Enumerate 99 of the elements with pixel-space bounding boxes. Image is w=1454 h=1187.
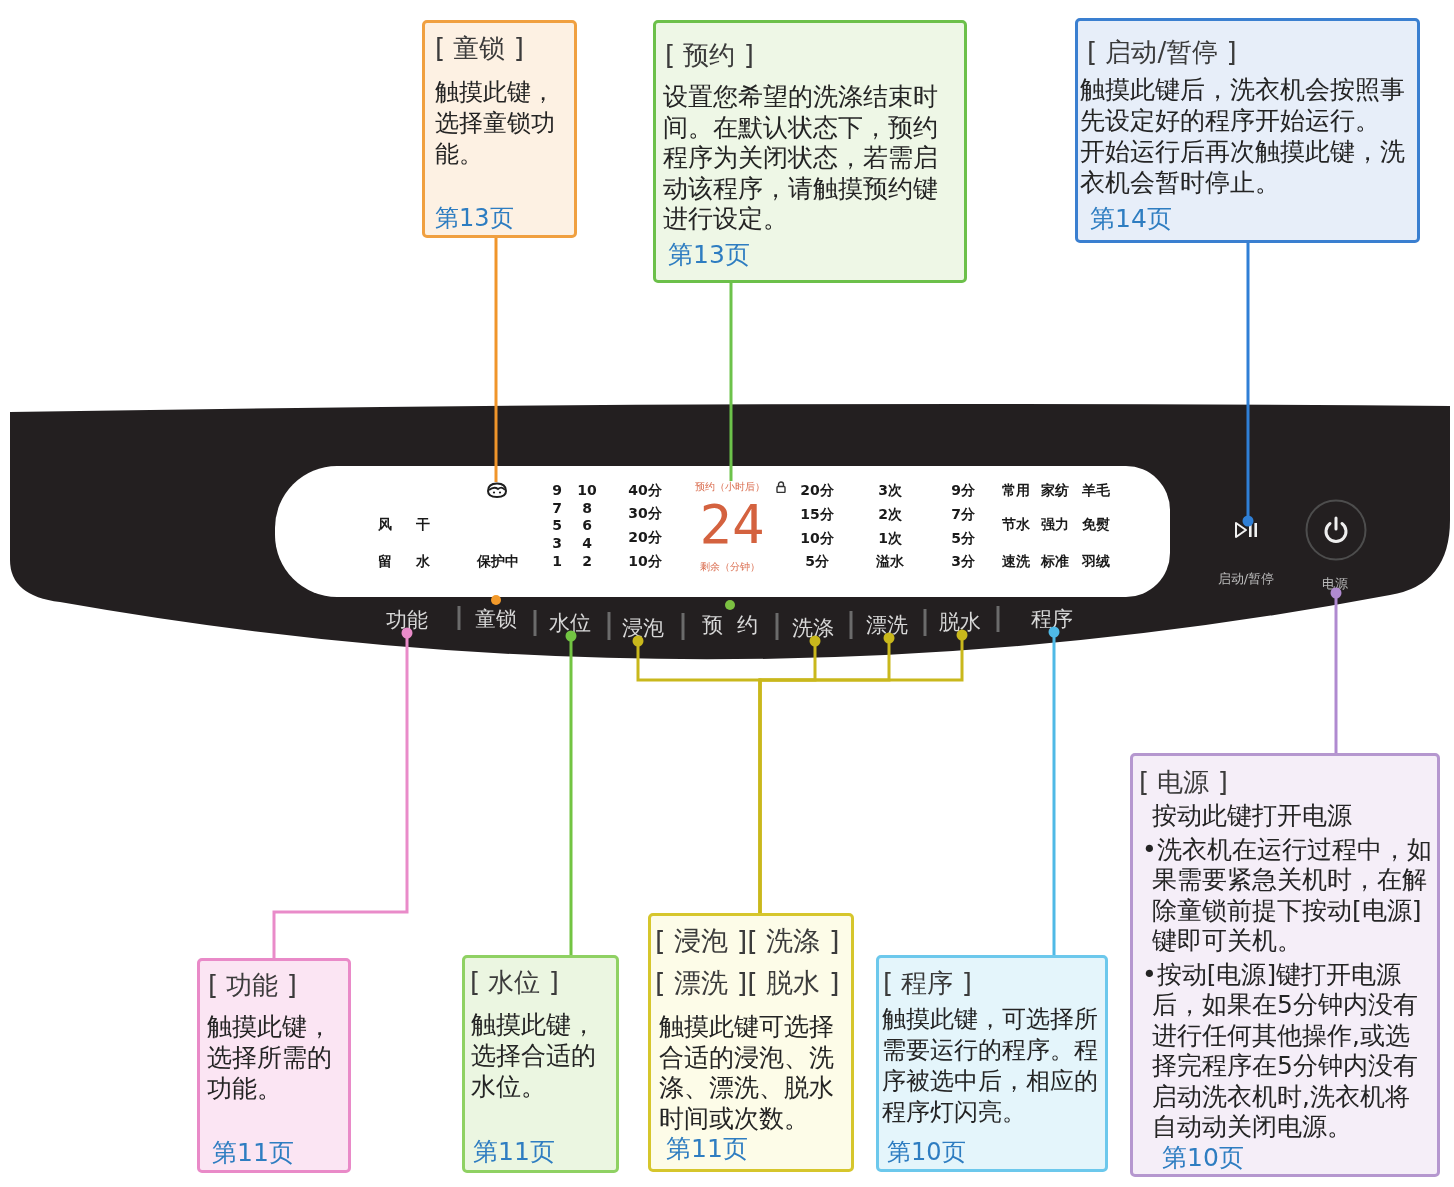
indicator-label: 4 [582, 534, 592, 552]
indicator-label: 保护中 [477, 552, 519, 570]
callout-box [648, 913, 854, 1172]
indicator-label: 3次 [878, 481, 902, 499]
callout-box [876, 955, 1108, 1172]
indicator-label: 溢水 [876, 552, 904, 570]
callout-heading: [ 水位 ] [470, 966, 559, 999]
leader-line [494, 238, 498, 482]
indicator-label: 家纺 [1041, 481, 1069, 499]
callout-text: 触摸此键，选择童锁功能。 [435, 77, 556, 170]
indicator-label: 5 [552, 517, 562, 534]
key-label: 启动/暂停 [1217, 570, 1275, 588]
leader-line [1242, 243, 1254, 527]
callout-text: •洗衣机在运行过程中，如果需要紧急关机时，在解除童锁前提下按动[电源]键即可关机。 [1142, 834, 1432, 957]
callout-heading: [ 童锁 ] [435, 32, 524, 65]
indicator-label: 常用 [1002, 481, 1030, 499]
callout-heading: [ 漂洗 ][ 脱水 ] [655, 966, 840, 1000]
key-label: 电源 [1322, 575, 1348, 593]
leader-line [272, 627, 413, 958]
indicator-label: 速洗 [1002, 552, 1030, 570]
indicator-label: 节水 [1002, 515, 1030, 533]
indicator-label: 1 [552, 552, 562, 570]
leader-line [1048, 626, 1060, 955]
leader-line [1330, 587, 1342, 753]
display-window [275, 466, 1170, 597]
key-label: 水位 [549, 610, 591, 636]
key-label: 程序 [1031, 606, 1073, 632]
indicator-label: 风 干 [377, 515, 431, 533]
callout-text: 开始运行后再次触摸此键，洗衣机会暂时停止。 [1080, 136, 1406, 198]
callout-heading: [ 启动/暂停 ] [1087, 36, 1237, 69]
page-reference: 第14页 [1090, 204, 1172, 234]
callout-heading: [ 预约 ] [665, 39, 754, 72]
indicator-label: 5分 [951, 529, 975, 547]
callout-box [462, 955, 619, 1173]
indicator-label: 10 [577, 481, 597, 499]
key-label: 浸泡 [622, 615, 664, 641]
indicator-label: 20分 [800, 481, 834, 499]
indicator-label: 留 水 [377, 552, 431, 570]
key-label: 功能 [386, 607, 428, 633]
callout-box [422, 20, 577, 238]
indicator-label: 7 [552, 499, 562, 517]
indicator-label: 15分 [800, 505, 834, 523]
child-face-icon [486, 482, 508, 498]
page-reference: 第11页 [473, 1137, 555, 1167]
leader-line [565, 630, 577, 955]
leader-line [758, 629, 968, 913]
callout-box [1075, 18, 1420, 243]
callout-text: 触摸此键，可选择所需要运行的程序。程序被选中后，相应的程序灯闪亮。 [882, 1004, 1099, 1128]
callout-heading: [ 浸泡 ][ 洗涤 ] [655, 924, 840, 958]
indicator-label: 1次 [878, 529, 902, 547]
callout-heading: [ 功能 ] [208, 969, 297, 1002]
indicator-label: 2 [582, 552, 592, 570]
indicator-label: 40分 [628, 481, 662, 499]
indicator-label: 6 [582, 517, 592, 534]
indicator-label: 10分 [800, 529, 834, 547]
key-label: 脱水 [939, 609, 981, 635]
play-pause-icon [1234, 521, 1258, 539]
indicator-label: 9 [552, 481, 562, 499]
callout-box [197, 958, 351, 1173]
display-caption: 剩余（分钟） [700, 561, 760, 573]
page-reference: 第11页 [666, 1134, 748, 1164]
indicator-label: 30分 [628, 504, 662, 522]
indicator-label: 羽绒 [1082, 552, 1110, 570]
indicator-label: 8 [582, 499, 592, 517]
indicator-label: 强力 [1041, 515, 1069, 533]
indicator-label: 羊毛 [1082, 481, 1110, 499]
callout-heading: [ 程序 ] [883, 967, 972, 1000]
callout-text: 触摸此键，选择合适的水位。 [471, 1009, 597, 1102]
callout-text: 触摸此键后，洗衣机会按照事先设定好的程序开始运行。 [1080, 74, 1406, 136]
callout-text: •按动[电源]键打开电源后，如果在5分钟内没有进行任何其他操作,或选择完程序在5分钟内没有启动洗衣机时,洗衣机将自动动关闭电源。 [1142, 959, 1419, 1143]
page-reference: 第11页 [212, 1138, 294, 1168]
callout-text: 设置您希望的洗涤结束时间。在默认状态下，预约程序为关闭状态，若需启动该程序，请触摸预约键进行设定。 [663, 82, 939, 235]
page-reference: 第13页 [668, 240, 750, 270]
indicator-label: 标准 [1041, 552, 1069, 570]
callout-text: 按动此键打开电源 [1152, 801, 1353, 832]
page-reference: 第10页 [1162, 1142, 1244, 1173]
key-label: 预 约 [701, 612, 759, 638]
digit-readout: 24 [699, 498, 765, 552]
callout-box [1130, 753, 1440, 1177]
key-label: 洗涤 [792, 615, 834, 641]
key-label: 童锁 [475, 606, 517, 632]
leader-line [729, 283, 733, 481]
indicator-label: 3 [552, 534, 562, 552]
key-label: 漂洗 [866, 612, 908, 638]
callout-heading: [ 电源 ] [1139, 766, 1228, 799]
indicator-label: 5分 [805, 552, 829, 570]
indicator-label: 2次 [878, 505, 902, 523]
indicator-label: 20分 [628, 528, 662, 546]
indicator-label: 3分 [951, 552, 975, 570]
indicator-label: 免熨 [1082, 515, 1110, 533]
indicator-label: 10分 [628, 552, 662, 570]
callout-box [653, 20, 967, 283]
indicator-label: 9分 [951, 481, 975, 499]
page-reference: 第13页 [435, 203, 514, 233]
callout-text: 触摸此键可选择合适的浸泡、洗涤、漂洗、脱水时间或次数。 [659, 1012, 835, 1134]
display-caption: 预约（小时后） [695, 481, 765, 493]
callout-text: 触摸此键，选择所需的功能。 [207, 1011, 333, 1104]
page-reference: 第10页 [887, 1137, 966, 1167]
indicator-label: 7分 [951, 505, 975, 523]
